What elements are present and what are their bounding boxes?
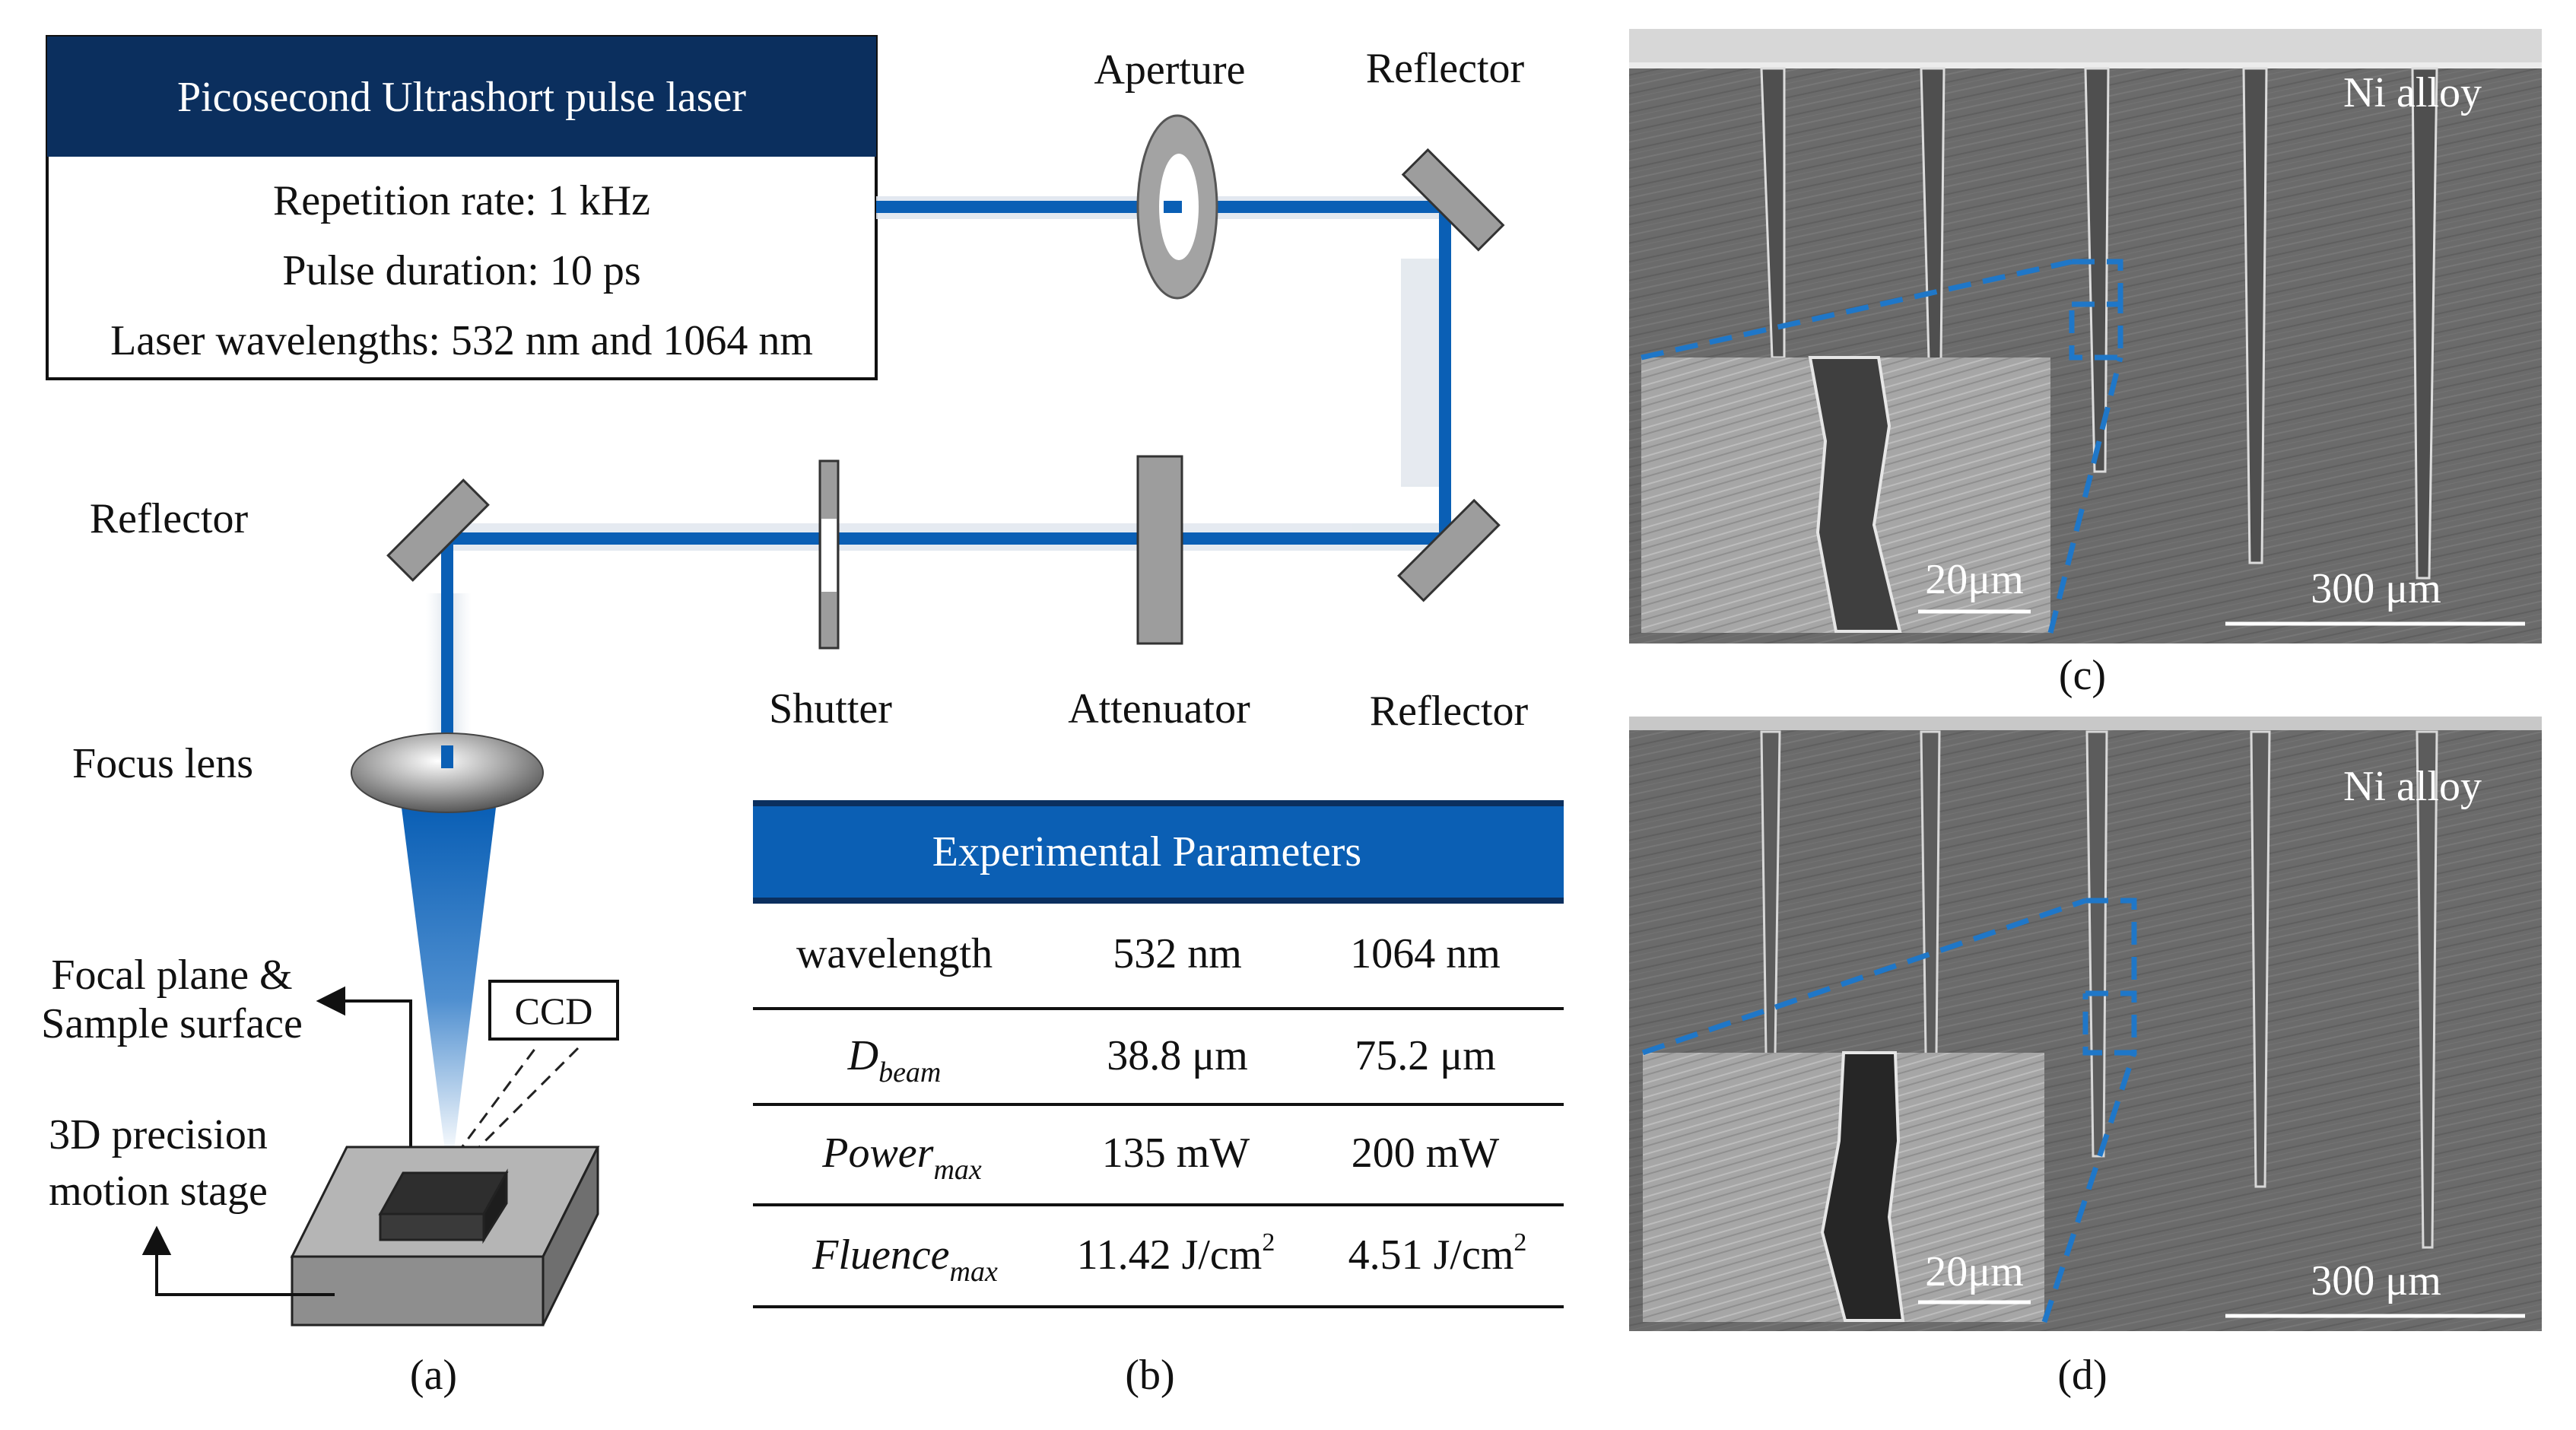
sem-image-c: Ni alloy 20μm 300 μm <box>1629 29 2542 644</box>
reflector-bottom <box>1397 498 1501 602</box>
aperture <box>1136 114 1218 300</box>
shutter <box>818 459 840 650</box>
attenuator <box>1136 455 1183 645</box>
reflector-bottom-label: Reflector <box>1370 688 1529 735</box>
ccd-label: CCD <box>515 990 593 1032</box>
table-title: Experimental Parameters <box>932 828 1361 875</box>
row-dbeam-param: Dbeam <box>847 1032 942 1088</box>
panel-label-a: (a) <box>410 1352 457 1399</box>
focus-lens-label: Focus lens <box>72 740 253 787</box>
parameters-table: Experimental Parameters wavelength 532 n… <box>753 800 1564 1308</box>
shutter-label: Shutter <box>769 685 892 732</box>
stage-pointer <box>141 1225 335 1296</box>
panel-label-d: (d) <box>2057 1352 2107 1399</box>
attenuator-label: Attenuator <box>1068 685 1250 732</box>
focus-lens <box>351 732 544 1156</box>
laser-box-header-bg <box>47 37 876 157</box>
focal-plane-label-2: Sample surface <box>41 1000 303 1047</box>
row-power-1064: 200 mW <box>1352 1130 1500 1177</box>
ccd: CCD <box>455 980 619 1156</box>
row-wavelength-param: wavelength <box>796 930 993 977</box>
sem-d-material: Ni alloy <box>2343 763 2482 810</box>
sem-c-material: Ni alloy <box>2343 69 2482 116</box>
row-wavelength-1064: 1064 nm <box>1350 930 1501 977</box>
focal-plane-label-1: Focal plane & <box>51 952 292 999</box>
reflector-left <box>386 478 490 582</box>
reflector-top <box>1401 148 1505 252</box>
row-fluence-1064: 4.51 J/cm2 <box>1348 1228 1527 1279</box>
sem-d-scale: 300 μm <box>2311 1257 2441 1304</box>
row-dbeam-532: 38.8 μm <box>1107 1032 1248 1079</box>
sem-image-d: Ni alloy 20μm 300 μm <box>1629 717 2542 1331</box>
laser-line-1: Repetition rate: 1 kHz <box>273 177 650 224</box>
reflector-left-label: Reflector <box>90 495 249 542</box>
row-dbeam-1064: 75.2 μm <box>1355 1032 1496 1079</box>
row-fluence-param: Fluencemax <box>812 1231 998 1288</box>
motion-stage <box>290 1146 600 1327</box>
sem-c-scale: 300 μm <box>2311 565 2441 612</box>
stage-label-2: motion stage <box>49 1168 268 1215</box>
focal-plane-pointer <box>316 986 412 1156</box>
laser-line-3: Laser wavelengths: 532 nm and 1064 nm <box>110 317 813 364</box>
table-header-bg <box>753 800 1564 904</box>
row-power-param: Powermax <box>821 1130 982 1186</box>
sem-d-inset-scale: 20μm <box>1925 1248 2024 1295</box>
row-fluence-532: 11.42 J/cm2 <box>1077 1228 1275 1279</box>
stage-label-1: 3D precision <box>49 1111 268 1158</box>
row-wavelength-532: 532 nm <box>1113 930 1242 977</box>
panel-label-b: (b) <box>1125 1352 1174 1399</box>
sem-c-inset-scale: 20μm <box>1925 556 2024 603</box>
laser-box: Picosecond Ultrashort pulse laser Repeti… <box>46 35 878 380</box>
aperture-label: Aperture <box>1094 46 1245 94</box>
laser-line-2: Pulse duration: 10 ps <box>282 247 640 294</box>
laser-box-header: Picosecond Ultrashort pulse laser <box>177 74 746 121</box>
reflector-top-label: Reflector <box>1366 45 1525 92</box>
row-power-532: 135 mW <box>1102 1130 1250 1177</box>
panel-label-c: (c) <box>2059 652 2106 699</box>
